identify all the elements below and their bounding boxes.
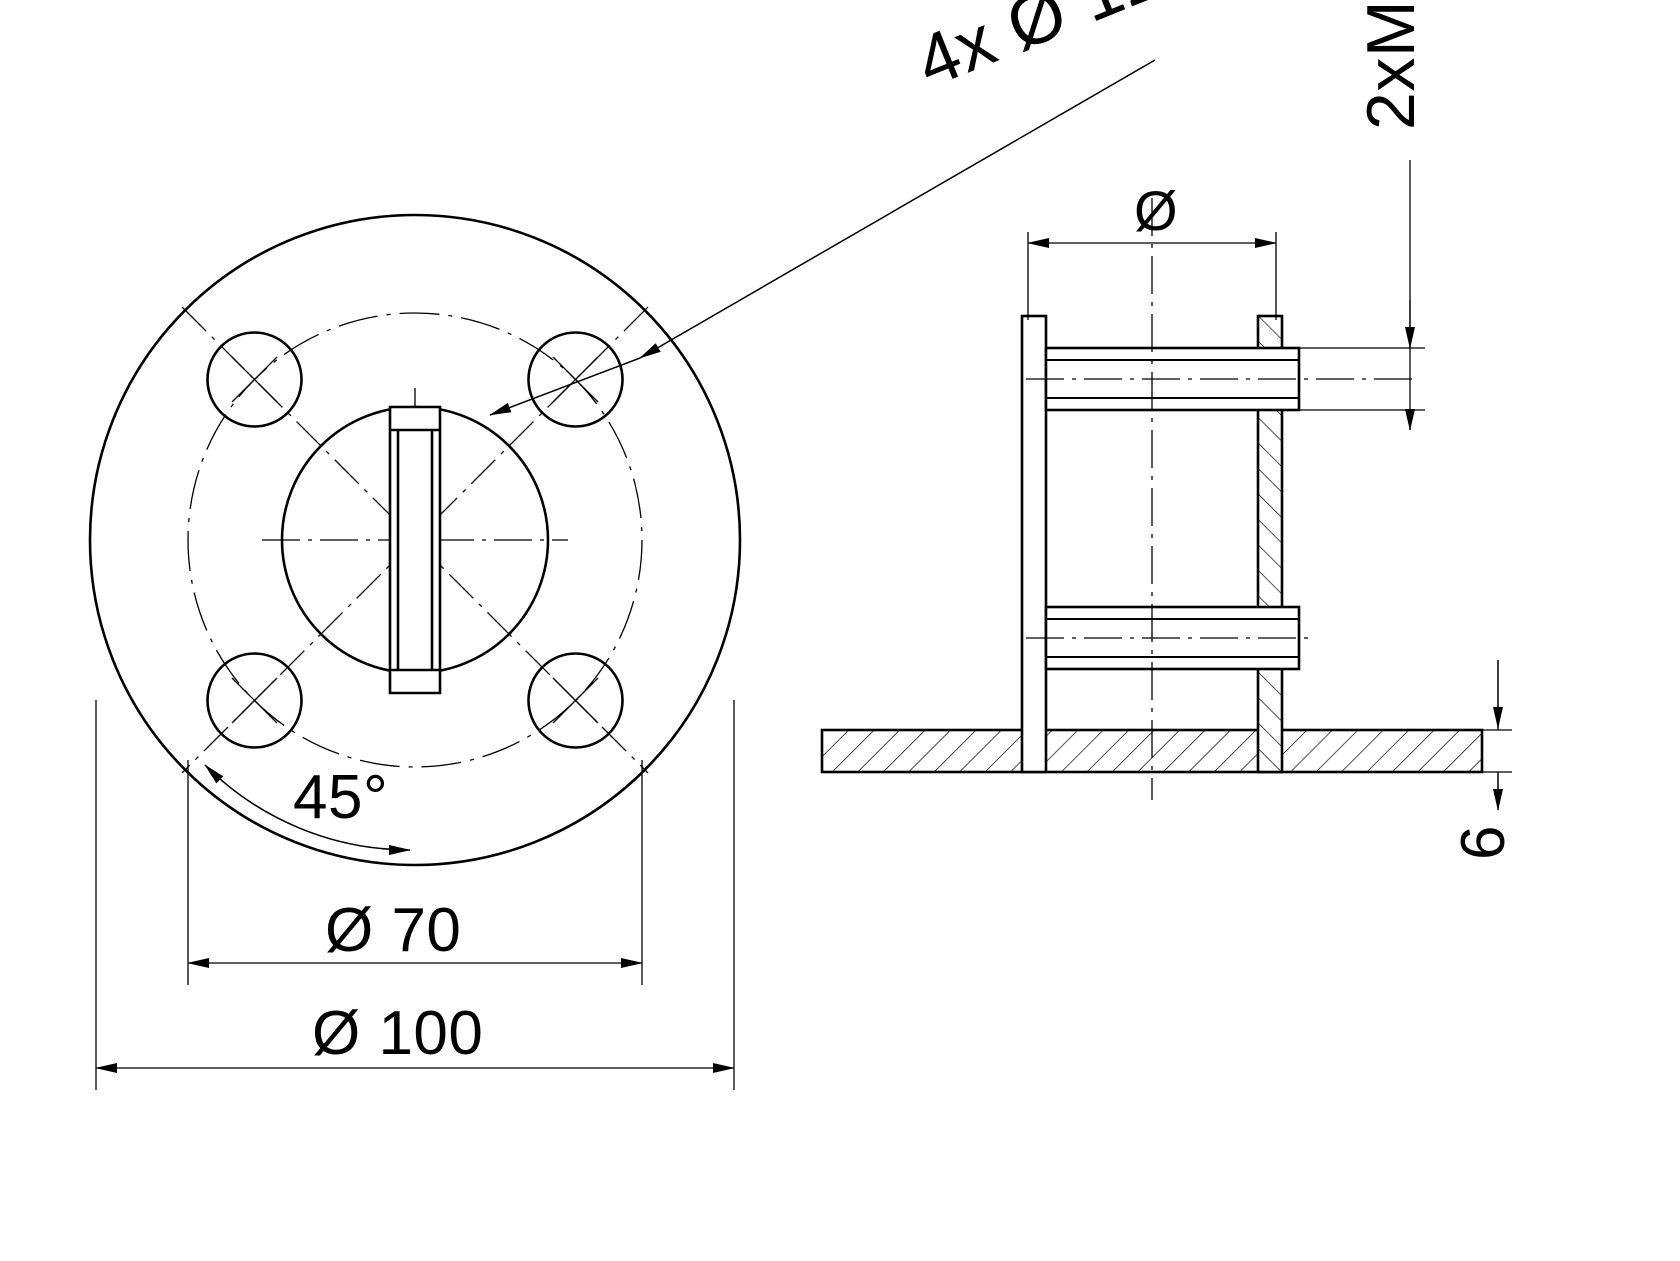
outer-diameter-dimension <box>95 700 735 1090</box>
outer-diameter-dimension-label: Ø 100 <box>312 999 484 1068</box>
thread-callout-label: 2xM8 <box>1353 0 1429 130</box>
angle-dimension-arc <box>204 764 411 855</box>
thread-dimension <box>1299 160 1425 431</box>
plate-thickness-label: 6 <box>1449 825 1518 860</box>
section-bore-dimension <box>1027 232 1277 320</box>
section-centerlines <box>1026 198 1420 800</box>
bore-diameter-symbol-label: Ø <box>1134 179 1179 242</box>
set-screw-front-view <box>388 405 442 695</box>
angle-dimension-label: 45° <box>293 763 389 832</box>
thickness-dimension <box>1482 660 1512 811</box>
hole-callout-leader <box>489 59 1156 416</box>
bolt-circle-dimension-label: Ø 70 <box>325 896 462 965</box>
set-screw-thread-lines <box>390 428 440 672</box>
bolt-circle-centerline <box>187 312 643 768</box>
bolt-holes <box>206 331 624 749</box>
bolt-circle-dimension <box>187 760 643 985</box>
